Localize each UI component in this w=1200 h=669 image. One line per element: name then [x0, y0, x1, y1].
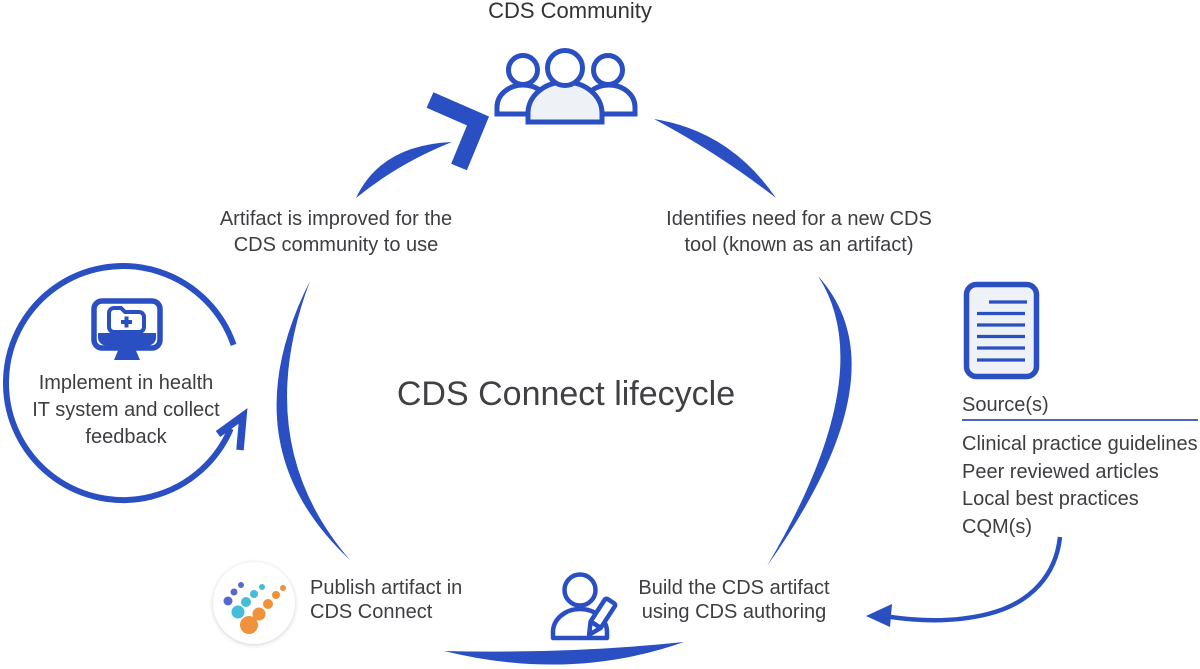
feedback-arrowhead-icon — [215, 408, 248, 451]
build-step-label: Build the CDS artifact using CDS authori… — [638, 577, 830, 623]
folder-plus-icon — [107, 306, 146, 334]
sources-to-build-arrow — [866, 536, 1063, 627]
sources-heading: Source(s) — [962, 394, 1049, 416]
sources-list: Clinical practice guidelines Peer review… — [962, 431, 1200, 541]
community-label: CDS Community — [488, 0, 652, 23]
identify-step-label: Identifies need for a new CDS tool (know… — [666, 208, 932, 256]
publish-step-label: Publish artifact in CDS Connect — [310, 577, 463, 623]
cycle-arrow-shaft — [356, 142, 452, 198]
logo-dots-icon — [223, 582, 286, 634]
improve-step-label: Artifact is improved for the CDS communi… — [219, 208, 453, 256]
source-item: Local best practices — [962, 488, 1139, 510]
person-writing-icon — [550, 572, 618, 641]
monitor-medical-icon — [91, 298, 163, 360]
cycle-arc-left — [276, 281, 350, 560]
people-group-icon — [494, 48, 638, 125]
pencil-icon — [586, 596, 618, 638]
document-icon — [963, 281, 1040, 380]
sources-divider — [962, 419, 1198, 421]
source-item: Clinical practice guidelines — [962, 433, 1198, 455]
cds-connect-logo — [213, 562, 295, 644]
cycle-arc-right — [767, 276, 852, 566]
cycle-arrowhead-icon — [426, 92, 490, 171]
arrowhead-icon — [866, 604, 892, 627]
cycle-arc-top-right — [654, 119, 776, 198]
cycle-arc-bottom — [444, 642, 684, 665]
source-item: CQM(s) — [962, 515, 1032, 538]
implement-step-label: Implement in health IT system and collec… — [32, 372, 220, 448]
feedback-loop-circle — [2, 263, 237, 503]
page-title: CDS Connect lifecycle — [396, 375, 736, 413]
source-item: Peer reviewed articles — [962, 460, 1159, 483]
